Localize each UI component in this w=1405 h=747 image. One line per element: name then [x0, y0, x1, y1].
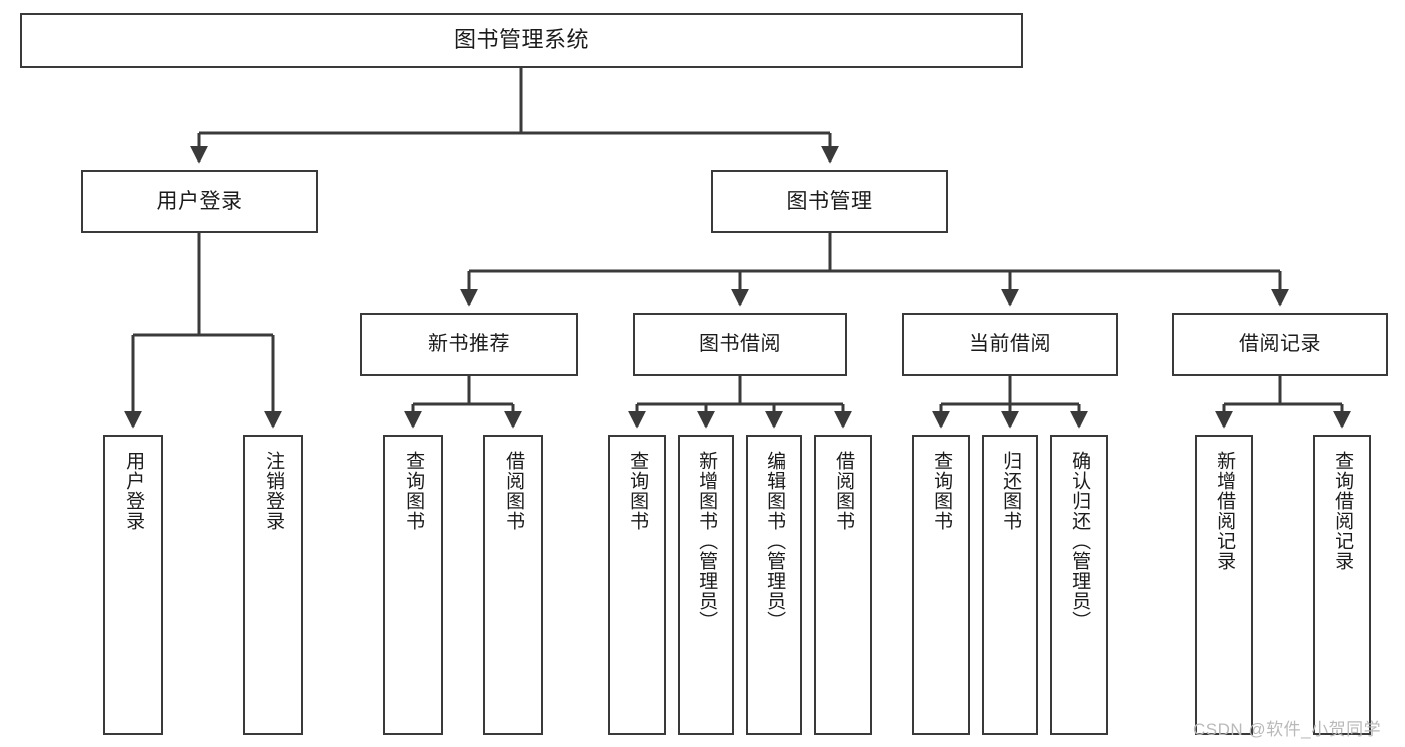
node-user-login-label: 用户登录 — [156, 189, 243, 213]
csdn-watermark: CSDN @软件_小贺同学 — [1193, 720, 1382, 739]
node-leaf-borrow-book-1-label: 借阅图书 — [503, 451, 525, 531]
node-leaf-query-book-1-label: 查询图书 — [403, 451, 425, 531]
node-leaf-add-record-label: 新增借阅记录 — [1214, 451, 1236, 571]
node-leaf-query-book-2[interactable]: 查询图书 — [608, 435, 666, 735]
node-leaf-user-login-label: 用户登录 — [123, 451, 145, 531]
node-book-manage[interactable]: 图书管理 — [711, 170, 948, 233]
node-borrow-record[interactable]: 借阅记录 — [1172, 313, 1388, 376]
node-leaf-borrow-book-1[interactable]: 借阅图书 — [483, 435, 543, 735]
node-leaf-return-book-label: 归还图书 — [1000, 451, 1022, 531]
node-leaf-user-logout[interactable]: 注销登录 — [243, 435, 303, 735]
node-leaf-confirm-return[interactable]: 确认归还（管理员） — [1050, 435, 1108, 735]
node-user-login[interactable]: 用户登录 — [81, 170, 318, 233]
node-new-book-recommend[interactable]: 新书推荐 — [360, 313, 578, 376]
node-leaf-add-book-label: 新增图书（管理员） — [696, 451, 718, 631]
node-current-borrow-label: 当前借阅 — [969, 333, 1051, 356]
node-current-borrow[interactable]: 当前借阅 — [902, 313, 1118, 376]
node-book-borrow[interactable]: 图书借阅 — [633, 313, 847, 376]
node-leaf-query-record[interactable]: 查询借阅记录 — [1313, 435, 1371, 735]
node-leaf-add-book[interactable]: 新增图书（管理员） — [678, 435, 734, 735]
node-leaf-edit-book[interactable]: 编辑图书（管理员） — [746, 435, 802, 735]
node-root-label: 图书管理系统 — [453, 27, 589, 53]
node-book-borrow-label: 图书借阅 — [699, 333, 781, 356]
node-leaf-query-book-2-label: 查询图书 — [627, 451, 649, 531]
node-leaf-confirm-return-label: 确认归还（管理员） — [1069, 451, 1091, 631]
node-leaf-query-book-1[interactable]: 查询图书 — [383, 435, 443, 735]
node-leaf-return-book[interactable]: 归还图书 — [982, 435, 1038, 735]
node-borrow-record-label: 借阅记录 — [1239, 333, 1321, 356]
node-leaf-user-logout-label: 注销登录 — [263, 451, 285, 531]
node-root[interactable]: 图书管理系统 — [20, 13, 1023, 68]
node-leaf-add-record[interactable]: 新增借阅记录 — [1195, 435, 1253, 735]
node-leaf-query-record-label: 查询借阅记录 — [1332, 451, 1354, 571]
node-book-manage-label: 图书管理 — [786, 189, 873, 213]
node-leaf-edit-book-label: 编辑图书（管理员） — [764, 451, 786, 631]
node-new-book-recommend-label: 新书推荐 — [428, 333, 510, 356]
node-leaf-borrow-book-2[interactable]: 借阅图书 — [814, 435, 872, 735]
node-leaf-user-login[interactable]: 用户登录 — [103, 435, 163, 735]
node-leaf-query-book-3-label: 查询图书 — [931, 451, 953, 531]
node-leaf-borrow-book-2-label: 借阅图书 — [833, 451, 855, 531]
node-leaf-query-book-3[interactable]: 查询图书 — [912, 435, 970, 735]
